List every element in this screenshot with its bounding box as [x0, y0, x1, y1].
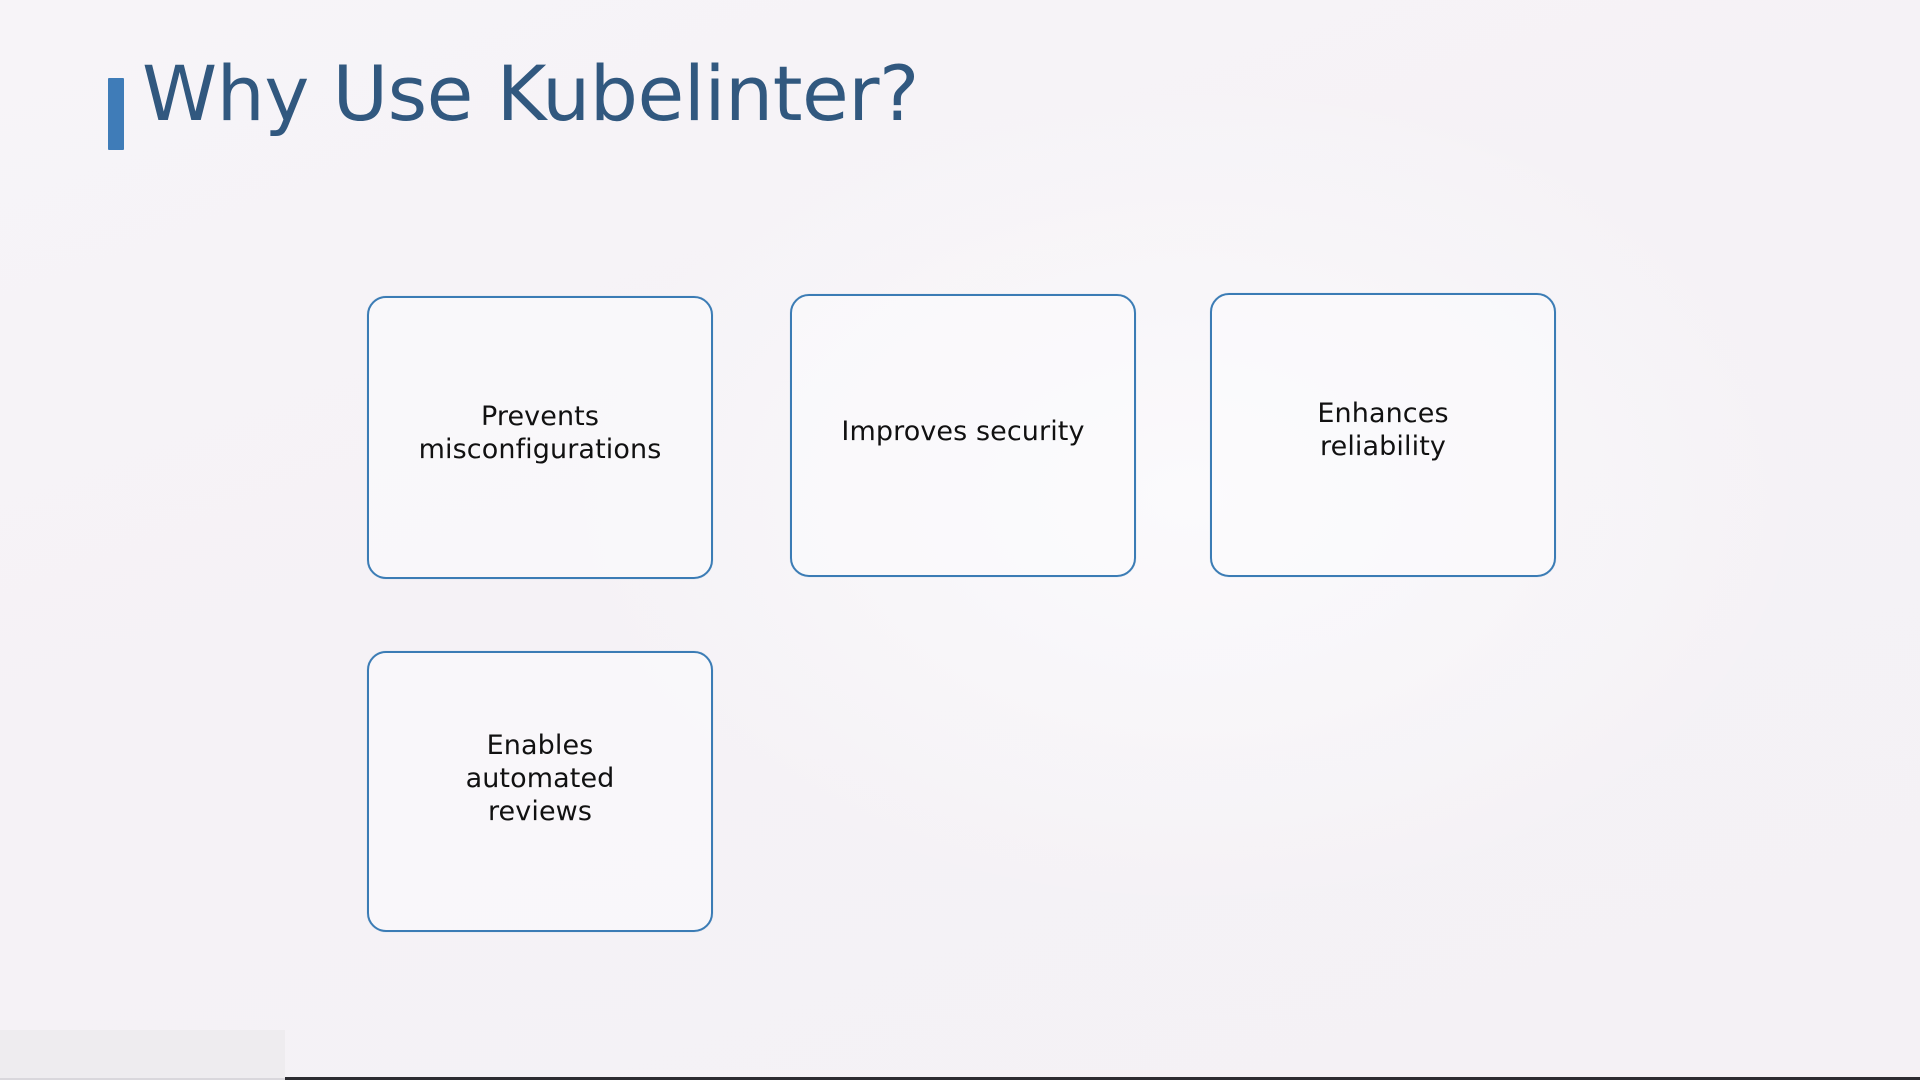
slide-title-block: Why Use Kubelinter? — [108, 50, 919, 150]
benefit-card-label: Enables automated reviews — [465, 730, 615, 827]
benefit-card-enhances-reliability[interactable]: Enhances reliability — [1210, 293, 1556, 577]
benefit-card-improves-security[interactable]: Improves security — [790, 294, 1136, 577]
page-title: Why Use Kubelinter? — [142, 49, 919, 138]
bottom-left-chrome-band — [0, 1030, 285, 1080]
bottom-left-divider — [0, 1078, 285, 1080]
benefit-card-prevents-misconfigurations[interactable]: Prevents misconfigurations — [367, 296, 713, 579]
title-accent-bar — [108, 78, 124, 150]
benefit-card-label: Enhances reliability — [1317, 398, 1449, 462]
benefit-card-label: Prevents misconfigurations — [418, 400, 662, 465]
bottom-divider — [285, 1077, 1920, 1080]
benefit-card-enables-automated-reviews[interactable]: Enables automated reviews — [367, 651, 713, 932]
benefit-card-label: Improves security — [841, 416, 1085, 448]
